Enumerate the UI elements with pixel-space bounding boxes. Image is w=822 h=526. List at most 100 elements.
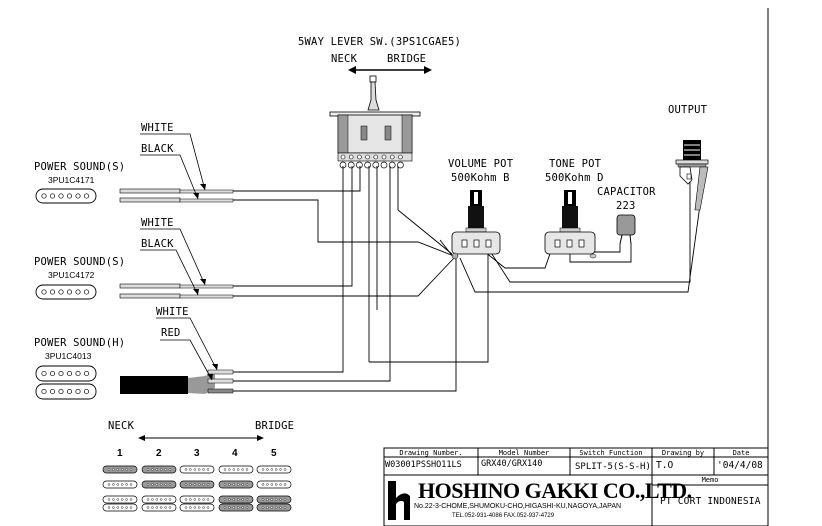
switch-solder-lug — [356, 161, 363, 169]
switch-slot-2 — [384, 125, 392, 141]
legend-pole — [223, 483, 227, 486]
header-model-number: Model Number — [498, 449, 550, 457]
legend-pole — [164, 483, 167, 486]
header-switch-function: Switch Function — [579, 449, 643, 457]
company-logo-icon — [388, 481, 410, 520]
legend-pole — [228, 483, 231, 486]
pole-piece — [49, 193, 56, 199]
legend-pole — [112, 468, 115, 471]
legend-pole — [168, 468, 172, 471]
capacitor-title: CAPACITOR — [597, 186, 656, 198]
switch-title: 5WAY LEVER SW.(3PS1CGAE5) — [298, 36, 462, 48]
tone-pot-title: TONE POT — [549, 158, 602, 170]
pole-piece — [75, 193, 81, 199]
switch-solder-lug — [388, 161, 396, 169]
legend-pole — [266, 506, 269, 509]
legend-pole — [146, 506, 150, 509]
pu1-code: 3PU1C4171 — [48, 175, 95, 185]
five-way-switch — [329, 66, 432, 169]
pole-piece — [83, 388, 90, 395]
switch-terminal — [398, 154, 403, 160]
volume-pot-title: VOLUME POT — [448, 158, 514, 170]
pole-piece — [41, 193, 47, 199]
legend-pole — [279, 498, 282, 501]
legend-pole — [266, 498, 269, 501]
pole-piece — [49, 370, 56, 377]
legend-pole — [236, 468, 240, 471]
pu2-white-label: WHITE — [141, 217, 174, 229]
arrow-right-head — [424, 66, 432, 74]
tone-pot — [544, 190, 597, 259]
legend-pole — [112, 506, 115, 509]
legend-pole — [125, 506, 128, 509]
switch-solder-lug — [347, 161, 355, 169]
legend-pole — [116, 506, 120, 509]
company-address: No.22-3-CHOME,SHUMOKU-CHO,HIGASHI-KU,NAG… — [414, 503, 622, 510]
legend-pole — [223, 506, 227, 509]
legend-pole — [202, 498, 205, 501]
pole-piece — [66, 289, 73, 295]
legend-pole — [241, 483, 244, 486]
pole-piece — [75, 289, 81, 295]
pole-piece — [58, 370, 64, 377]
pole-piece — [41, 370, 47, 377]
pu3-cable — [120, 376, 188, 394]
legend-pole — [241, 506, 244, 509]
legend-pole — [236, 483, 240, 486]
legend-pole — [206, 498, 210, 501]
legend-pole — [151, 483, 154, 486]
legend-pole — [245, 483, 249, 486]
pu1-black-label: BLACK — [141, 143, 174, 155]
switch-solder-lug — [372, 161, 380, 169]
position-4-label: 4 — [232, 448, 238, 459]
memo-value: PT CORT INDONESIA — [660, 496, 761, 507]
legend-pickup-shape — [218, 495, 254, 504]
legend-pole — [189, 468, 192, 471]
date-value: '04/4/08 — [717, 460, 763, 471]
legend-pole — [245, 468, 249, 471]
legend-pole — [129, 506, 133, 509]
legend-pole — [236, 506, 240, 509]
legend-pole — [279, 483, 282, 486]
legend-neck-label: NECK — [108, 420, 135, 432]
switch-terminal — [381, 154, 387, 160]
volume-pot — [451, 190, 501, 260]
legend-pole — [159, 468, 163, 471]
legend-pole — [197, 468, 201, 471]
capacitor-value: 223 — [616, 200, 636, 212]
position-3-label: 3 — [194, 448, 200, 459]
pole-piece — [49, 388, 56, 395]
legend-pole — [107, 506, 111, 509]
volume-pot-value: 500Kohm B — [451, 172, 510, 184]
legend-pole — [202, 468, 205, 471]
legend-pole — [168, 506, 172, 509]
pu3-white-label: WHITE — [156, 306, 189, 318]
legend-pole — [120, 483, 124, 486]
legend-pole — [184, 483, 188, 486]
legend-pickup-shape — [141, 480, 177, 489]
header-drawing-number: Drawing Number. — [399, 449, 463, 457]
header-memo: Memo — [701, 476, 719, 484]
legend-pole — [266, 468, 269, 471]
legend-pole — [189, 506, 192, 509]
legend-pole — [283, 468, 287, 471]
pu1-wire-white — [119, 188, 181, 194]
switch-lever-top — [369, 75, 377, 83]
legend-pickup-shape — [218, 503, 254, 512]
legend-pole — [266, 483, 269, 486]
pickup-3-humbucker — [35, 317, 234, 400]
pu1-white-label: WHITE — [141, 122, 174, 134]
position-2-label: 2 — [156, 448, 162, 459]
legend-pole — [228, 498, 231, 501]
legend-pole — [164, 468, 167, 471]
legend-pole — [283, 506, 287, 509]
capacitor — [616, 214, 636, 245]
pole-piece — [83, 193, 90, 199]
legend-pole — [168, 498, 172, 501]
legend-pole — [146, 498, 150, 501]
legend-pole — [206, 506, 210, 509]
legend-pole — [189, 483, 192, 486]
legend-pickup-shape — [256, 480, 292, 489]
switch-solder-lug — [397, 161, 404, 169]
switch-side-left — [337, 114, 349, 154]
